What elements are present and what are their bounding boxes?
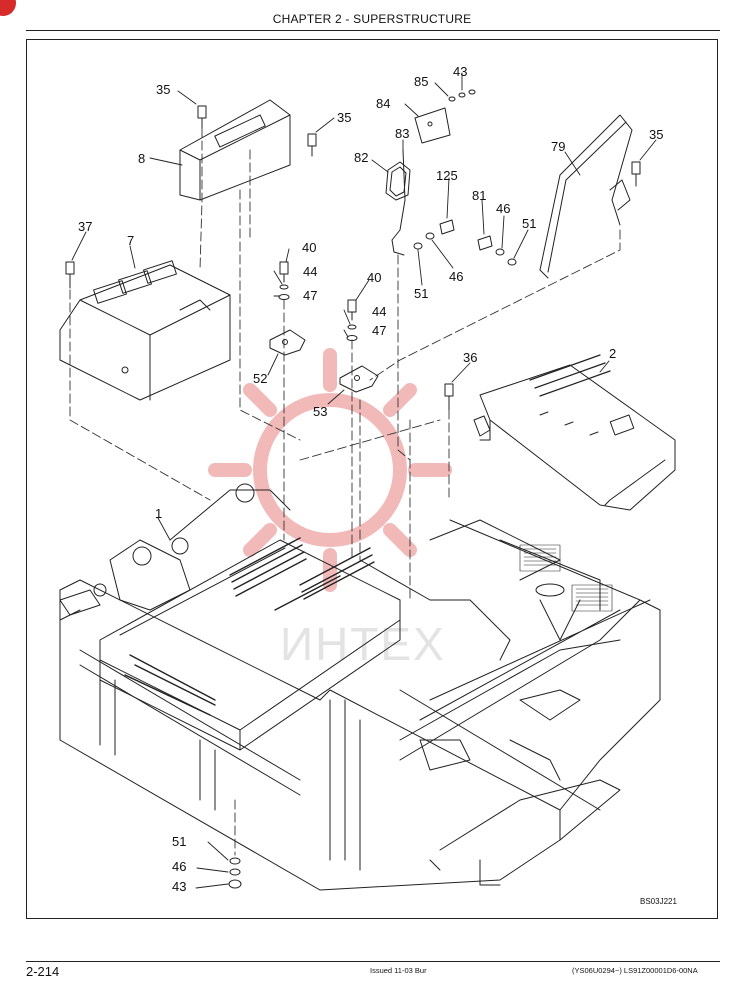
callout-1: 1 [155, 506, 162, 521]
callout-7: 7 [127, 233, 134, 248]
part-83-rod [391, 149, 406, 256]
part-1-hood [99, 539, 401, 751]
header-rule [26, 30, 720, 31]
callout-51: 51 [172, 834, 186, 849]
callout-36: 36 [463, 350, 477, 365]
callout-79: 79 [551, 139, 565, 154]
callout-51: 51 [522, 216, 536, 231]
part-7-battery-cover [59, 260, 231, 401]
callout-44: 44 [303, 264, 317, 279]
part-84-plate [414, 107, 451, 144]
callout-40: 40 [367, 270, 381, 285]
callout-35: 35 [156, 82, 170, 97]
callout-81: 81 [472, 188, 486, 203]
callout-46: 46 [172, 859, 186, 874]
part-8-rear-cover [179, 99, 291, 201]
callout-83: 83 [395, 126, 409, 141]
watermark-text: ИНТЕХ [280, 618, 446, 670]
hood-louvers [124, 537, 375, 716]
callout-47: 47 [372, 323, 386, 338]
part-52-bracket [269, 329, 306, 356]
bolt-fasteners [65, 89, 641, 889]
callout-2: 2 [609, 346, 616, 361]
callout-46: 46 [449, 269, 463, 284]
page-number: 2-214 [26, 964, 60, 979]
callout-51: 51 [414, 286, 428, 301]
callout-labels: 35 8 35 37 7 40 44 47 52 40 44 47 53 85 … [78, 64, 663, 894]
page-header-title: CHAPTER 2 - SUPERSTRUCTURE [272, 12, 472, 26]
footer-rule [26, 961, 720, 962]
callout-40: 40 [302, 240, 316, 255]
callout-35: 35 [649, 127, 663, 142]
callout-43: 43 [453, 64, 467, 79]
callout-8: 8 [138, 151, 145, 166]
callout-52: 52 [253, 371, 267, 386]
part-79-handrail [539, 114, 633, 279]
figure-code: BS03J221 [640, 897, 677, 906]
watermark-gear-logo [208, 348, 452, 592]
callout-46: 46 [496, 201, 510, 216]
parts-diagram: ИНТЕХ [59, 64, 677, 906]
frame-grille [519, 544, 613, 612]
callout-85: 85 [414, 74, 428, 89]
callout-leaders [71, 72, 657, 889]
callout-84: 84 [376, 96, 390, 111]
part-36-bracket [473, 415, 491, 437]
part-82-lens [385, 161, 411, 201]
document-reference: (YS06U0294~) LS91Z00001D6-00NA [572, 966, 698, 975]
callout-82: 82 [354, 150, 368, 165]
callout-37: 37 [78, 219, 92, 234]
corner-tab-mark [0, 0, 16, 16]
callout-43: 43 [172, 879, 186, 894]
diagram-frame [26, 39, 718, 919]
base-frame-outline [59, 519, 661, 891]
callout-47: 47 [303, 288, 317, 303]
callout-35: 35 [337, 110, 351, 125]
issued-label: Issued 11-03 Bur [370, 966, 427, 975]
callout-125: 125 [436, 168, 458, 183]
assembly-guide-lines [69, 127, 621, 856]
callout-53: 53 [313, 404, 327, 419]
callout-44: 44 [372, 304, 386, 319]
part-2-side-cover [479, 354, 676, 511]
part-53-bracket [339, 365, 379, 393]
